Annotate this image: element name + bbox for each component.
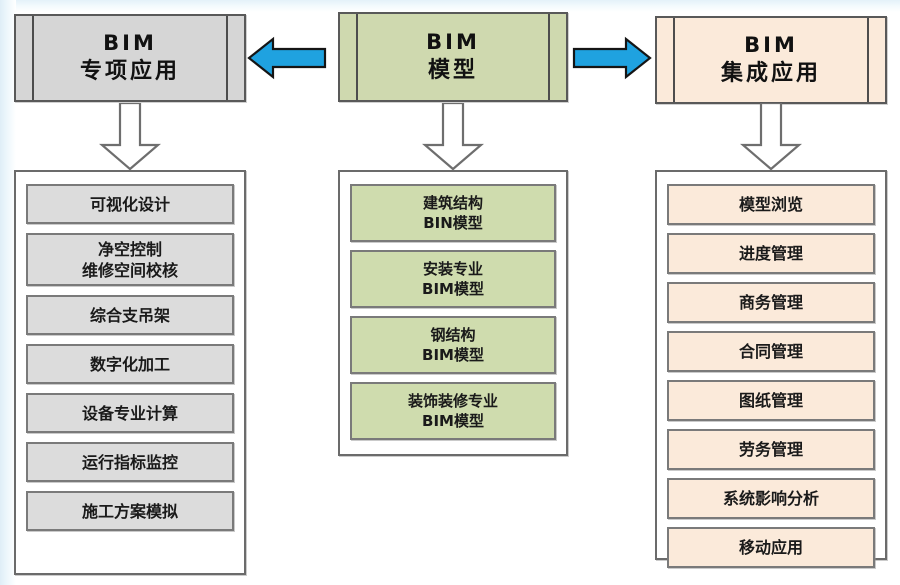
list-item[interactable]: 施工方案模拟 (26, 491, 234, 531)
list-item-label: BIM模型 (422, 412, 484, 430)
list-item-label: 运行指标监控 (81, 452, 178, 472)
list-item[interactable]: 可视化设计 (26, 184, 234, 224)
list-item-label: 数字化加工 (89, 354, 170, 374)
list-item[interactable]: 商务管理 (667, 282, 875, 323)
arrow-left-icon (247, 36, 327, 80)
list-item[interactable]: 数字化加工 (26, 344, 234, 384)
left-column: 可视化设计净空控制维修空间校核综合支吊架数字化加工设备专业计算运行指标监控施工方… (14, 170, 246, 575)
list-item-label: 综合支吊架 (89, 305, 170, 325)
list-item[interactable]: 图纸管理 (667, 380, 875, 421)
list-item-label: 设备专业计算 (81, 403, 178, 423)
list-item-label: 图纸管理 (738, 391, 803, 410)
top-box-title-line2: 专项应用 (79, 58, 180, 84)
arrow-down-mid-icon (422, 103, 484, 171)
list-item-label: BIN模型 (423, 214, 483, 232)
scan-tint-top (0, 0, 900, 12)
list-item-label: BIM模型 (422, 280, 484, 298)
top-box-bim-integrated[interactable]: BIM 集成应用 (655, 16, 887, 104)
scan-tint-left (0, 0, 16, 585)
list-item-label: BIM模型 (422, 346, 484, 364)
box-rule-left (673, 18, 675, 102)
top-box-bim-model[interactable]: BIM 模型 (338, 12, 568, 102)
list-item[interactable]: 净空控制维修空间校核 (26, 233, 234, 286)
list-item[interactable]: 合同管理 (667, 331, 875, 372)
list-item[interactable]: 设备专业计算 (26, 393, 234, 433)
left-column-item-list: 可视化设计净空控制维修空间校核综合支吊架数字化加工设备专业计算运行指标监控施工方… (26, 184, 234, 540)
list-item[interactable]: 移动应用 (667, 527, 875, 568)
list-item-label: 可视化设计 (89, 194, 170, 214)
list-item-label: 劳务管理 (738, 440, 803, 459)
top-box-title-line1: BIM (744, 32, 798, 57)
right-column: 模型浏览进度管理商务管理合同管理图纸管理劳务管理系统影响分析移动应用 (655, 170, 887, 568)
list-item-label: 进度管理 (738, 244, 803, 263)
list-item[interactable]: 模型浏览 (667, 184, 875, 225)
box-rule-right (226, 16, 228, 100)
arrow-down-right-icon (740, 103, 802, 171)
list-item-label: 装饰装修专业 (407, 392, 498, 410)
box-rule-left (32, 16, 34, 100)
list-item[interactable]: 建筑结构 BIN模型 (350, 184, 556, 242)
list-item-label: 合同管理 (738, 342, 803, 361)
top-box-title-line1: BIM (426, 29, 480, 54)
list-item-label: 净空控制 (97, 239, 162, 259)
list-item[interactable]: 劳务管理 (667, 429, 875, 470)
box-rule-left (356, 14, 358, 100)
list-item[interactable]: 综合支吊架 (26, 295, 234, 335)
top-box-title-line1: BIM (103, 30, 157, 55)
box-rule-right (867, 18, 869, 102)
list-item-label: 模型浏览 (738, 195, 803, 214)
arrow-down-left-icon (99, 103, 161, 171)
list-item-label: 维修空间校核 (81, 260, 178, 280)
arrow-right-icon (572, 36, 652, 80)
list-item[interactable]: 进度管理 (667, 233, 875, 274)
list-item-label: 系统影响分析 (722, 489, 819, 508)
list-item-label: 施工方案模拟 (81, 501, 178, 521)
list-item[interactable]: 钢结构 BIM模型 (350, 316, 556, 374)
top-box-bim-special[interactable]: BIM 专项应用 (14, 14, 246, 102)
right-column-item-list: 模型浏览进度管理商务管理合同管理图纸管理劳务管理系统影响分析移动应用 (667, 184, 875, 576)
list-item-label: 钢结构 (430, 326, 476, 344)
list-item[interactable]: 装饰装修专业 BIM模型 (350, 382, 556, 440)
list-item-label: 移动应用 (738, 538, 803, 557)
list-item-label: 安装专业 (422, 260, 483, 278)
box-rule-right (548, 14, 550, 100)
list-item[interactable]: 系统影响分析 (667, 478, 875, 519)
top-box-title-line2: 模型 (427, 57, 478, 83)
top-box-title-line2: 集成应用 (720, 60, 821, 86)
list-item-label: 建筑结构 (422, 194, 483, 212)
list-item[interactable]: 运行指标监控 (26, 442, 234, 482)
list-item-label: 商务管理 (738, 293, 803, 312)
list-item[interactable]: 安装专业 BIM模型 (350, 250, 556, 308)
